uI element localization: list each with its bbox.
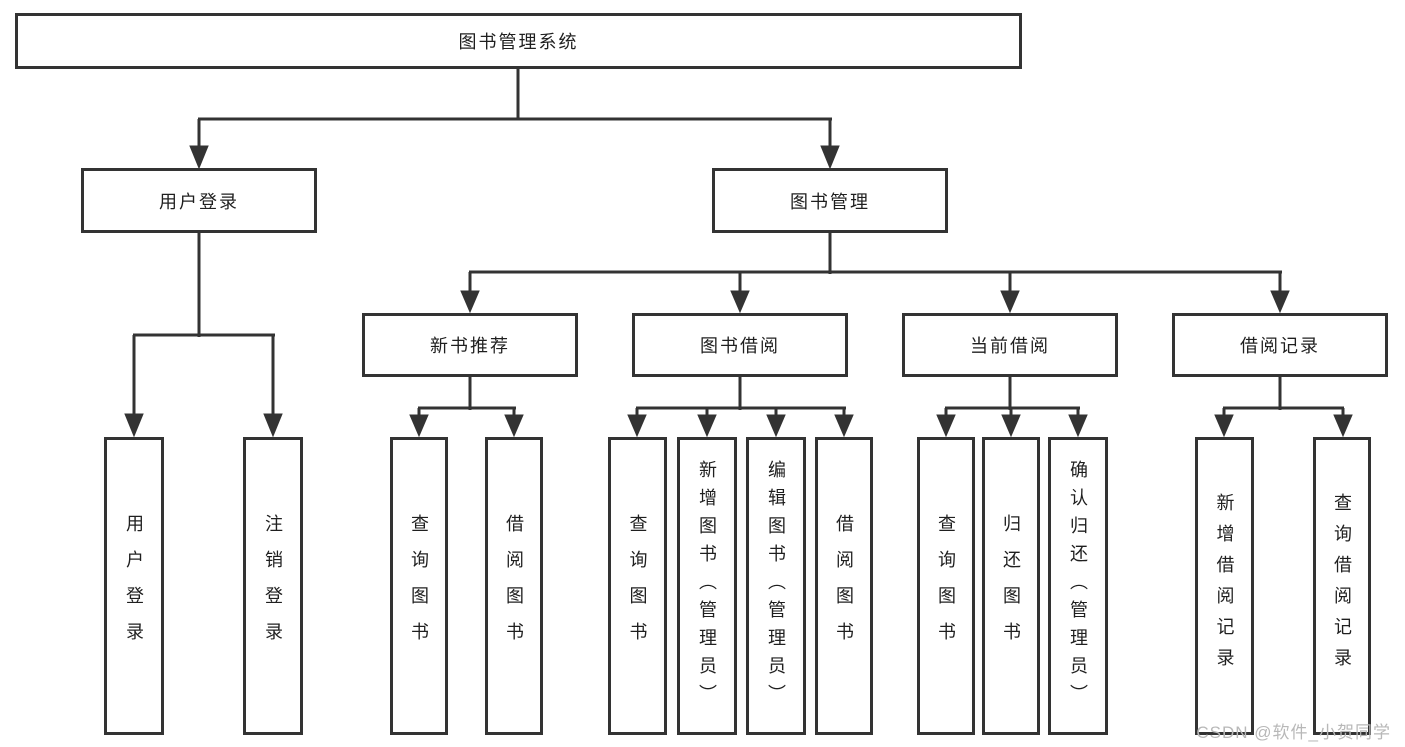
node-label: 查询借阅记录 bbox=[1332, 493, 1352, 679]
node-label: 确认归还（管理员） bbox=[1068, 460, 1088, 712]
node-borrowing-records: 借阅记录 bbox=[1172, 313, 1388, 377]
node-return-books: 归还图书 bbox=[982, 437, 1040, 735]
node-logout-action: 注销登录 bbox=[243, 437, 303, 735]
node-library-system: 图书管理系统 bbox=[15, 13, 1022, 69]
node-label: 新增借阅记录 bbox=[1214, 493, 1235, 679]
node-query-books-borrowing: 查询图书 bbox=[608, 437, 667, 735]
node-label: 图书管理 bbox=[790, 191, 870, 212]
node-borrow-books-recommend: 借阅图书 bbox=[485, 437, 543, 735]
node-label: 查询图书 bbox=[409, 514, 429, 658]
node-label: 新书推荐 bbox=[430, 336, 510, 356]
node-book-management: 图书管理 bbox=[712, 168, 948, 233]
node-label: 借阅图书 bbox=[504, 514, 524, 658]
node-label: 查询图书 bbox=[627, 514, 648, 658]
connector-root-to-level2 bbox=[189, 69, 840, 170]
node-add-borrow-record: 新增借阅记录 bbox=[1195, 437, 1254, 735]
node-label: 用户登录 bbox=[159, 191, 239, 212]
node-query-books-current: 查询图书 bbox=[917, 437, 975, 735]
connector-new-book-recommendation-children bbox=[409, 377, 524, 438]
node-current-borrowing: 当前借阅 bbox=[902, 313, 1118, 377]
node-label: 借阅记录 bbox=[1240, 336, 1320, 356]
node-label: 查询图书 bbox=[936, 514, 956, 658]
node-edit-books-admin: 编辑图书（管理员） bbox=[746, 437, 806, 735]
node-book-borrowing: 图书借阅 bbox=[632, 313, 848, 377]
node-user-login: 用户登录 bbox=[81, 168, 317, 233]
node-confirm-return-admin: 确认归还（管理员） bbox=[1048, 437, 1108, 735]
node-label: 注销登录 bbox=[263, 514, 283, 658]
node-user-login-action: 用户登录 bbox=[104, 437, 164, 735]
connector-borrowing-records-children bbox=[1214, 377, 1353, 438]
connector-book-borrowing-children bbox=[627, 377, 854, 438]
connector-current-borrowing-children bbox=[936, 377, 1088, 438]
node-label: 借阅图书 bbox=[834, 514, 854, 658]
connector-user-login-children bbox=[124, 233, 283, 438]
connector-book-management-children bbox=[460, 233, 1290, 314]
csdn-watermark: CSDN @软件_小贺同学 bbox=[1196, 723, 1391, 742]
node-label: 图书借阅 bbox=[700, 336, 780, 356]
node-add-books-admin: 新增图书（管理员） bbox=[677, 437, 737, 735]
node-new-book-recommendation: 新书推荐 bbox=[362, 313, 578, 377]
node-label: 新增图书（管理员） bbox=[697, 460, 717, 712]
node-label: 图书管理系统 bbox=[458, 32, 579, 52]
node-borrow-books-borrowing: 借阅图书 bbox=[815, 437, 873, 735]
node-label: 编辑图书（管理员） bbox=[766, 460, 786, 712]
node-label: 当前借阅 bbox=[970, 336, 1050, 356]
node-query-books-recommend: 查询图书 bbox=[390, 437, 448, 735]
node-label: 用户登录 bbox=[124, 514, 144, 658]
node-label: 归还图书 bbox=[1001, 514, 1021, 658]
node-query-borrow-record: 查询借阅记录 bbox=[1313, 437, 1371, 735]
